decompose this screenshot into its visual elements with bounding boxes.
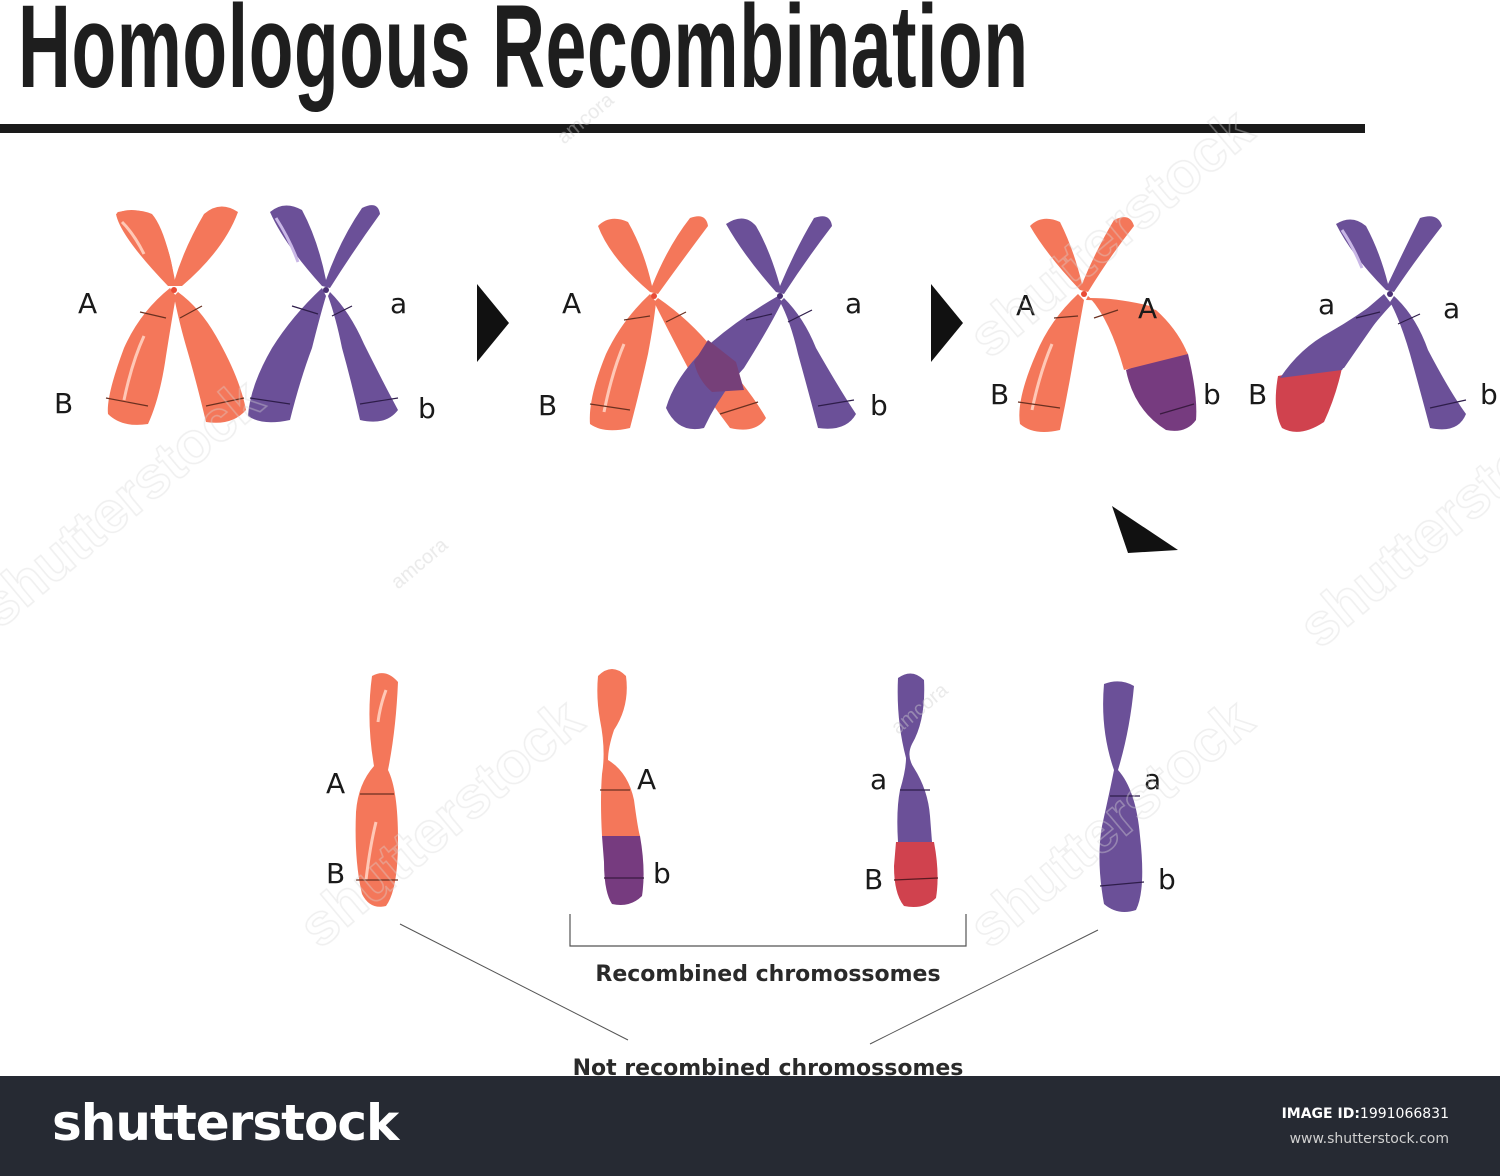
stage2-crossover-overlap <box>694 340 744 392</box>
stage3-label-a-left: a <box>1318 288 1335 321</box>
stage3-label-A-left: A <box>1016 289 1035 322</box>
image-id-value: 1991066831 <box>1359 1106 1449 1122</box>
stage1-label-A: A <box>78 287 97 320</box>
stage3-label-a-right: a <box>1443 292 1460 325</box>
stage1-label-B: B <box>54 387 73 420</box>
image-id: IMAGE ID:1991066831 <box>1282 1106 1449 1122</box>
result-label-b-2: b <box>653 857 671 890</box>
result-chromatid-Ab <box>597 669 644 905</box>
pointer-line-right <box>869 929 1099 1045</box>
stage3-paternal-chromosome <box>1275 216 1467 432</box>
stage2-label-b: b <box>870 389 888 422</box>
stage1-maternal-chromosome <box>105 206 246 425</box>
image-id-label: IMAGE ID: <box>1281 1106 1360 1122</box>
stage2-label-B: B <box>538 389 557 422</box>
svg-text:shutterstock: shutterstock <box>1287 386 1500 660</box>
stage3-label-B-right: B <box>1248 378 1267 411</box>
recombined-bracket <box>569 914 967 947</box>
stage2-paternal-chromosome <box>666 216 856 430</box>
recombination-diagram: A B a b A B a b <box>0 89 1500 1076</box>
stage2-label-a: a <box>845 287 862 320</box>
stage2-label-A: A <box>562 287 581 320</box>
arrow-down-left-icon <box>1112 506 1178 553</box>
svg-text:amcora: amcora <box>387 534 453 594</box>
not-recombined-caption: Not recombined chromossomes <box>573 1056 964 1076</box>
stage3-maternal-chromosome <box>1017 217 1197 432</box>
result-label-B-1: B <box>326 857 345 890</box>
result-chromatid-ab <box>1099 681 1145 912</box>
pointer-line-left <box>399 923 629 1041</box>
result-label-a-4: a <box>1144 763 1161 796</box>
footer-bar: shutterstock IMAGE ID:1991066831 www.shu… <box>0 1076 1500 1176</box>
result-label-b-4: b <box>1158 863 1176 896</box>
stage3-label-b-left: b <box>1203 378 1221 411</box>
footer-logo: shutterstock <box>52 1094 399 1152</box>
arrow-right-icon <box>931 284 963 362</box>
stage3-label-B-left: B <box>990 378 1009 411</box>
stage1-label-b: b <box>418 392 436 425</box>
svg-text:amcora: amcora <box>553 89 619 149</box>
result-chromatid-aB <box>893 673 939 907</box>
result-label-B-3: B <box>864 863 883 896</box>
page-title: Homologous Recombination <box>18 0 1029 113</box>
result-label-a-3: a <box>870 763 887 796</box>
result-label-A-1: A <box>326 767 345 800</box>
title-underline <box>0 124 1365 133</box>
stage1-label-a: a <box>390 287 407 320</box>
svg-text:shutterstock: shutterstock <box>287 686 596 960</box>
stage1-paternal-chromosome <box>248 205 399 423</box>
arrow-right-icon <box>477 284 509 362</box>
result-label-A-2: A <box>637 763 656 796</box>
footer-url[interactable]: www.shutterstock.com <box>1289 1131 1449 1147</box>
stage3-label-b-right: b <box>1480 378 1498 411</box>
stage3-label-A-right: A <box>1138 292 1157 325</box>
recombined-caption: Recombined chromossomes <box>595 962 940 987</box>
result-chromatid-AB <box>355 673 398 907</box>
